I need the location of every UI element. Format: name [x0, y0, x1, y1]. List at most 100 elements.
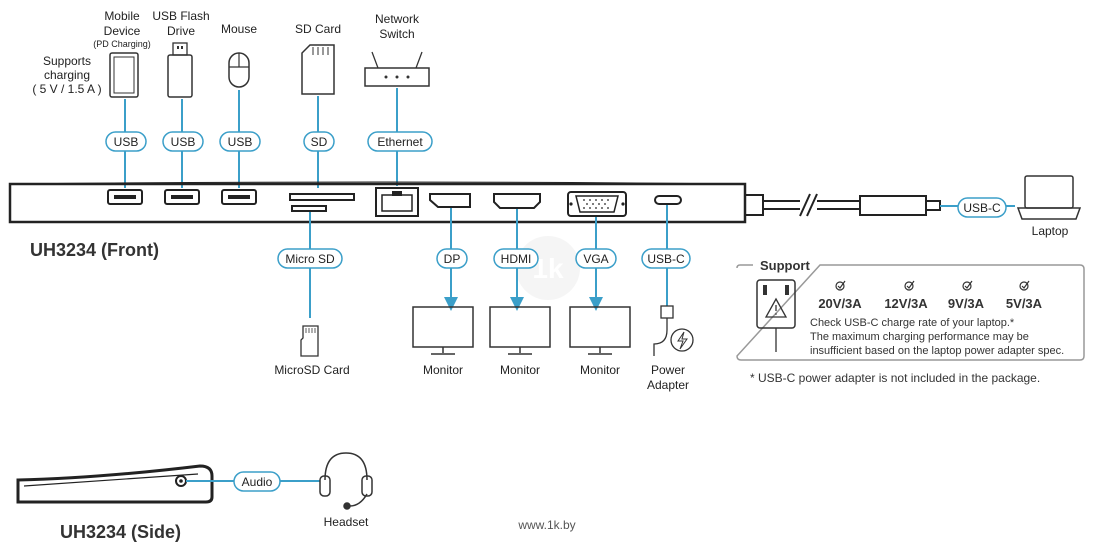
- mobile-device-sub: (PD Charging): [93, 39, 151, 49]
- dp-port: [429, 193, 471, 208]
- support-note-1: Check USB-C charge rate of your laptop.*: [810, 317, 1015, 329]
- pill-usb-2-label: USB: [171, 135, 196, 149]
- charging-note-2: charging: [44, 68, 90, 82]
- mouse-device: Mouse: [221, 22, 257, 88]
- network-switch-device: Network Switch: [364, 12, 430, 87]
- pill-host-usbc-label: USB-C: [963, 201, 1001, 215]
- mobile-device-label-2: Device: [104, 24, 141, 38]
- headset-label: Headset: [324, 515, 369, 529]
- charging-note: Supports charging ( 5 V / 1.5 A ): [32, 54, 101, 96]
- support-footnote: * USB-C power adapter is not included in…: [750, 371, 1040, 385]
- pill-vga-label: VGA: [583, 252, 608, 266]
- headset-icon: [319, 452, 373, 510]
- sd-card-label: SD Card: [295, 22, 341, 36]
- pill-ethernet-label: Ethernet: [377, 135, 423, 149]
- support-note-2: The maximum charging performance may be: [810, 331, 1029, 343]
- pill-usb-1-label: USB: [114, 135, 139, 149]
- dock-side: [16, 464, 214, 504]
- power-adapter: Power Adapter: [647, 305, 694, 392]
- switch-label-1: Network: [375, 12, 420, 26]
- power-adapter-label-1: Power: [651, 363, 685, 377]
- spec-9v: 9V/3A: [948, 296, 985, 311]
- support-box: Support 20V/3A 12V/3A 9V/3A 5V/3A Check …: [736, 258, 1085, 361]
- pill-usb-3: USB: [219, 131, 261, 152]
- pill-dp-label: DP: [444, 252, 461, 266]
- ethernet-port: [375, 187, 419, 217]
- usb-flash-drive: USB Flash Drive: [152, 9, 210, 98]
- flash-drive-icon: [167, 42, 193, 98]
- sd-slot: [289, 193, 355, 201]
- pill-microsd: Micro SD: [277, 248, 343, 269]
- pill-usb-3-label: USB: [228, 135, 253, 149]
- pill-ethernet: Ethernet: [367, 131, 433, 152]
- spec-20v: 20V/3A: [818, 296, 862, 311]
- monitor-icon: [412, 306, 474, 355]
- flash-drive-label-1: USB Flash: [152, 9, 209, 23]
- usb-port-2: [164, 189, 200, 205]
- usbc-port: [654, 195, 682, 205]
- pill-dp: DP: [436, 248, 468, 269]
- laptop: Laptop: [1016, 175, 1082, 238]
- monitor-vga: Monitor: [569, 306, 631, 377]
- pill-usbc-power-label: USB-C: [647, 252, 685, 266]
- charging-note-3: ( 5 V / 1.5 A ): [32, 82, 101, 96]
- pill-sd-label: SD: [311, 135, 328, 149]
- monitor-hdmi: Monitor: [489, 306, 551, 377]
- mouse-label: Mouse: [221, 22, 257, 36]
- sd-card-icon: [301, 44, 335, 95]
- support-note-3: insufficient based on the laptop power a…: [810, 345, 1064, 357]
- mouse-icon: [228, 52, 250, 88]
- check-icon: [1019, 280, 1030, 291]
- laptop-label: Laptop: [1032, 224, 1069, 238]
- pill-hdmi-label: HDMI: [501, 252, 532, 266]
- microsd-card-icon: [300, 325, 319, 357]
- power-adapter-label-2: Adapter: [647, 378, 689, 392]
- check-icon: [904, 280, 915, 291]
- tablet-icon: [109, 52, 139, 98]
- usb-port-1: [107, 189, 143, 205]
- monitor-dp: Monitor: [412, 306, 474, 377]
- check-icon: [835, 280, 846, 291]
- sd-card-device: SD Card: [295, 22, 341, 95]
- vga-port: [567, 191, 627, 217]
- pill-vga: VGA: [575, 248, 617, 269]
- check-icon: [962, 280, 973, 291]
- microsd-card-label: MicroSD Card: [274, 363, 349, 377]
- mobile-device: Mobile Device (PD Charging): [93, 9, 151, 98]
- pill-sd: SD: [303, 131, 335, 152]
- power-adapter-icon: [653, 305, 694, 356]
- switch-label-2: Switch: [379, 27, 414, 41]
- monitor-icon: [489, 306, 551, 355]
- flash-drive-label-2: Drive: [167, 24, 195, 38]
- front-title: UH3234 (Front): [30, 240, 159, 260]
- monitor-dp-label: Monitor: [423, 363, 463, 377]
- usb-port-3: [221, 189, 257, 205]
- headset: Headset: [319, 452, 373, 529]
- network-switch-icon: [364, 51, 430, 87]
- monitor-hdmi-label: Monitor: [500, 363, 540, 377]
- pill-hdmi: HDMI: [493, 248, 539, 269]
- laptop-icon: [1016, 175, 1082, 220]
- mobile-device-label-1: Mobile: [104, 9, 140, 23]
- pill-audio: Audio: [233, 471, 281, 492]
- wall-plug-icon: [756, 279, 796, 352]
- monitor-vga-label: Monitor: [580, 363, 620, 377]
- side-title: UH3234 (Side): [60, 522, 181, 542]
- watermark-url: www.1k.by: [517, 518, 575, 532]
- hdmi-port: [493, 193, 541, 209]
- charging-note-1: Supports: [43, 54, 91, 68]
- pill-microsd-label: Micro SD: [285, 252, 335, 266]
- pill-usbc-power: USB-C: [641, 248, 691, 269]
- pill-host-usbc: USB-C: [957, 197, 1007, 218]
- pill-audio-label: Audio: [242, 475, 273, 489]
- spec-5v: 5V/3A: [1006, 296, 1043, 311]
- microsd-card: MicroSD Card: [274, 325, 350, 377]
- microsd-slot: [291, 205, 327, 212]
- monitor-icon: [569, 306, 631, 355]
- pill-usb-2: USB: [162, 131, 204, 152]
- pill-usb-1: USB: [105, 131, 147, 152]
- support-title: Support: [760, 258, 810, 273]
- spec-12v: 12V/3A: [884, 296, 928, 311]
- dock-front: [8, 181, 747, 224]
